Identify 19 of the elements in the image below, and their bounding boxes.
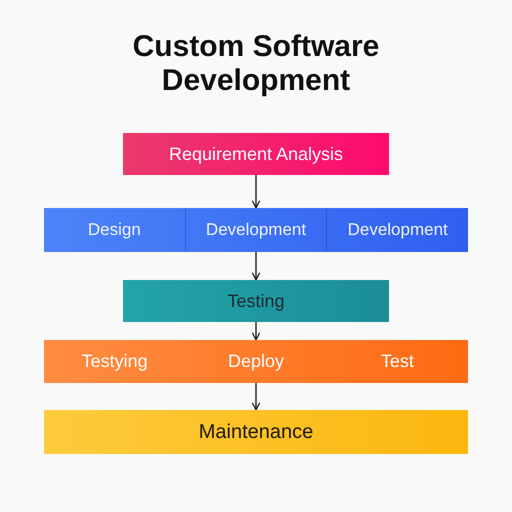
step-label: Requirement Analysis xyxy=(168,143,344,166)
step-label: Testing xyxy=(227,290,285,313)
step-label: Design xyxy=(86,219,142,241)
stage-band xyxy=(44,410,468,454)
step-label: Testying xyxy=(80,350,149,373)
arrow xyxy=(252,322,260,341)
step-label: Test xyxy=(380,350,415,373)
arrow xyxy=(252,252,260,281)
process-box xyxy=(123,133,389,175)
step-label: Development xyxy=(184,209,326,251)
arrow xyxy=(252,175,260,209)
step-label: Development xyxy=(326,209,468,251)
stage-band xyxy=(44,340,468,383)
arrow xyxy=(252,383,260,411)
step-label: Maintenance xyxy=(198,420,314,445)
stage-band xyxy=(44,208,468,252)
title: Custom Software Development xyxy=(132,30,380,98)
process-box xyxy=(123,280,389,322)
step-label: Deploy xyxy=(226,350,285,373)
